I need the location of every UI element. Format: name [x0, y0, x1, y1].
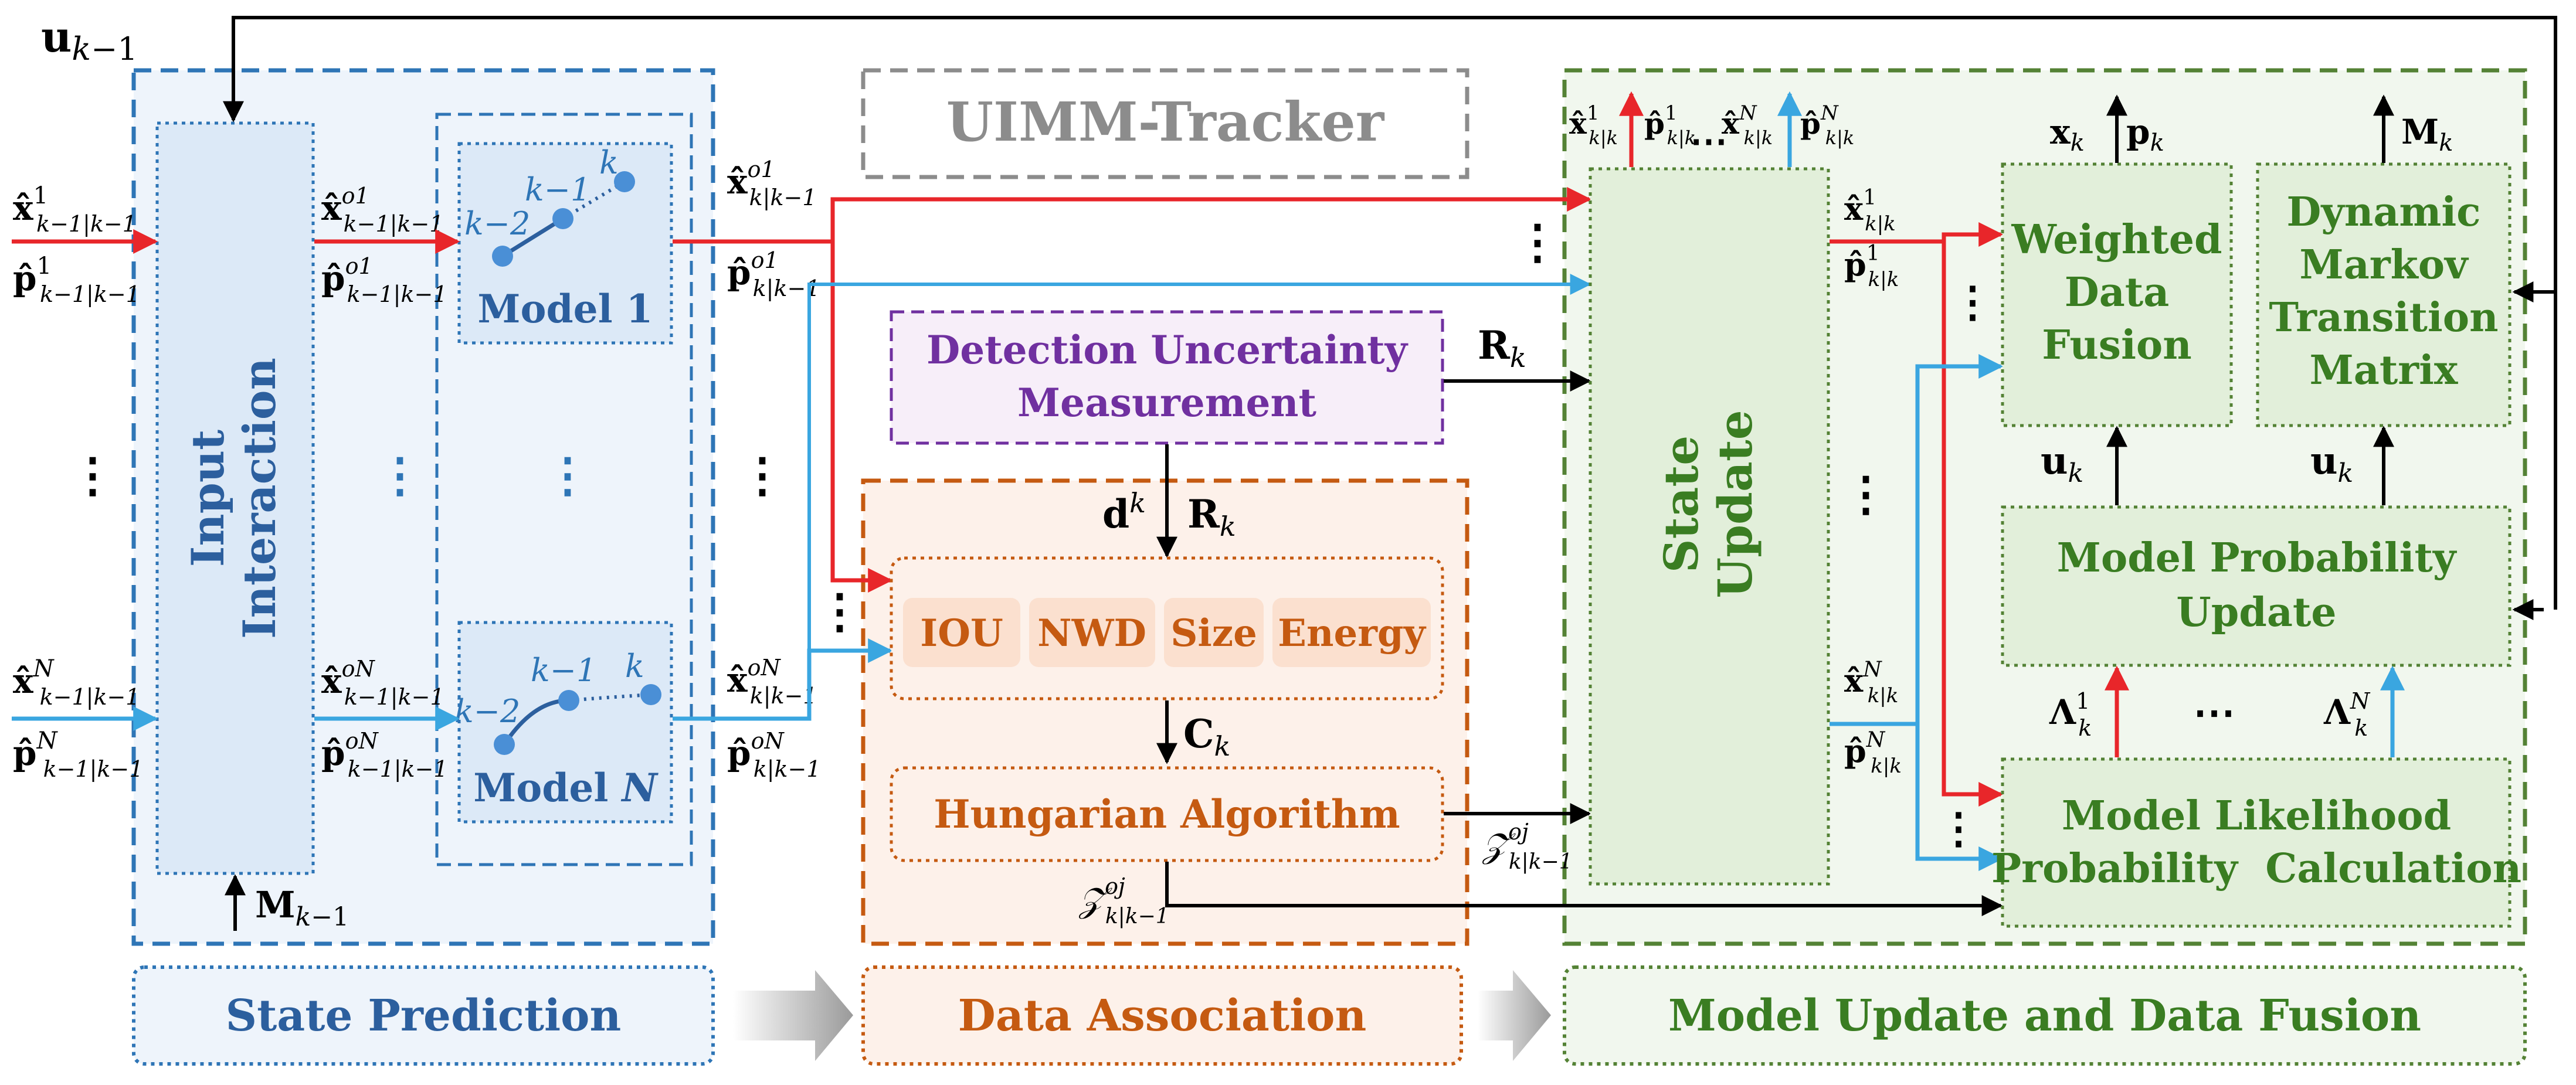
u-k-1-label: uk−1	[41, 12, 138, 67]
detection-uncertainty-line-2: Measurement	[1017, 380, 1317, 426]
pred-red-line	[673, 187, 1592, 244]
model-likelihood-line-2: Probability Calculation	[1991, 845, 2521, 892]
detection-uncertainty-block	[890, 310, 1444, 445]
vdots-out: ⋮	[739, 447, 786, 502]
u-k-feedback-line	[223, 16, 2557, 610]
model-n-label-k: k	[625, 648, 644, 685]
model-1-point-k	[614, 171, 635, 192]
ck-label: Ck	[1183, 711, 1230, 762]
r-k-label-top: Rk	[1478, 322, 1526, 373]
model-n-point-k	[640, 684, 661, 705]
model-n-point-k1	[558, 690, 579, 711]
vdots-likelihood: ⋮	[1937, 803, 1980, 853]
weighted-fusion-line-2: Data	[2065, 269, 2170, 316]
markov-line-2: Markov	[2299, 242, 2469, 288]
state-prediction-label-box	[132, 965, 715, 1066]
hungarian-label: Hungarian Algorithm	[934, 791, 1400, 837]
model-1-track-solid	[501, 217, 564, 258]
vdots-between: ⋮	[376, 447, 423, 502]
model-1-label-k: k	[599, 144, 619, 181]
model-1-point-k2	[492, 246, 513, 267]
su-cyan-line	[1830, 354, 2004, 726]
vdots-pred-top: ⋮	[1514, 214, 1561, 269]
input-interaction-label-2: Interaction	[233, 358, 286, 639]
model-n-block	[457, 621, 673, 824]
weighted-fusion-line-3: Fusion	[2042, 322, 2191, 369]
model-likelihood-block	[2001, 757, 2511, 928]
model-update-label-box	[1563, 965, 2527, 1066]
model-1-label-k1: k−1	[525, 171, 590, 208]
vdots-assoc-left: ⋮	[816, 583, 863, 638]
markov-line-4: Matrix	[2310, 347, 2458, 394]
model-n-label-k2: k−2	[454, 693, 520, 730]
z-oj-arrow-bottom	[1165, 862, 2003, 916]
data-association-label: Data Association	[958, 991, 1367, 1041]
metric-energy-box	[1272, 598, 1431, 667]
metric-energy: Energy	[1278, 611, 1427, 655]
data-association-label-box	[861, 965, 1463, 1066]
model-probability-block	[2001, 505, 2511, 667]
vdots-models: ⋮	[544, 447, 591, 502]
markov-matrix-block	[2256, 162, 2511, 427]
metric-size-box	[1164, 598, 1264, 667]
r-k-label-mid: Rk	[1187, 491, 1236, 542]
markov-line-3: Transition	[2269, 294, 2498, 341]
model-1-label-k2: k−2	[464, 205, 530, 242]
markov-line-1: Dynamic	[2286, 189, 2480, 236]
model-update-label: Model Update and Data Fusion	[1668, 991, 2421, 1041]
metric-iou: IOU	[920, 611, 1003, 655]
pred-red-to-assoc	[830, 242, 893, 593]
su-red-to-likelihood	[1942, 242, 2004, 807]
pred-cyan-cov-line	[807, 274, 1591, 305]
vdots-fusion: ⋮	[1951, 277, 1994, 326]
state-prediction-label: State Prediction	[226, 991, 622, 1041]
model-likelihood-line-1: Model Likelihood	[2062, 793, 2451, 839]
su-hdots: ⋯	[1690, 119, 1727, 163]
vdots-state-update: ⋮	[1842, 466, 1889, 521]
state-update-block	[1589, 167, 1830, 886]
model-probability-line-1: Model Probability	[2057, 535, 2458, 581]
metric-nwd: NWD	[1037, 611, 1146, 655]
state-update-label-2: Update	[1708, 410, 1763, 598]
input-interaction-block	[155, 121, 315, 875]
lambda-hdots: ⋯	[2193, 687, 2235, 737]
flow-arrow-1	[733, 970, 853, 1061]
title-box	[861, 68, 1469, 179]
model-1-point-k1	[552, 208, 573, 229]
metric-nwd-box	[1029, 598, 1155, 667]
model-n-name: Model N	[473, 765, 659, 811]
metric-iou-box	[903, 598, 1020, 667]
models-container	[435, 113, 693, 866]
flow-arrow-2	[1478, 970, 1551, 1061]
su-cyan-to-likelihood	[1915, 724, 2004, 871]
hungarian-block	[890, 766, 1444, 862]
model-probability-line-2: Update	[2176, 589, 2336, 636]
vdots-left: ⋮	[69, 447, 116, 502]
weighted-fusion-line-1: Weighted	[2011, 216, 2222, 263]
su-red-to-fusion	[1830, 222, 2004, 247]
model-n-label-k1: k−1	[531, 652, 596, 689]
pred-cyan-line	[673, 638, 893, 721]
model-1-name: Model 1	[477, 286, 653, 332]
input-interaction-label-1: Input	[182, 430, 234, 567]
metric-size: Size	[1170, 611, 1257, 655]
detection-uncertainty-line-1: Detection Uncertainty	[926, 327, 1409, 373]
diagram-title: UIMM-Tracker	[946, 90, 1385, 154]
state-update-label-1: State	[1654, 436, 1709, 573]
weighted-fusion-block	[2001, 162, 2233, 427]
model-n-point-k2	[494, 734, 515, 755]
